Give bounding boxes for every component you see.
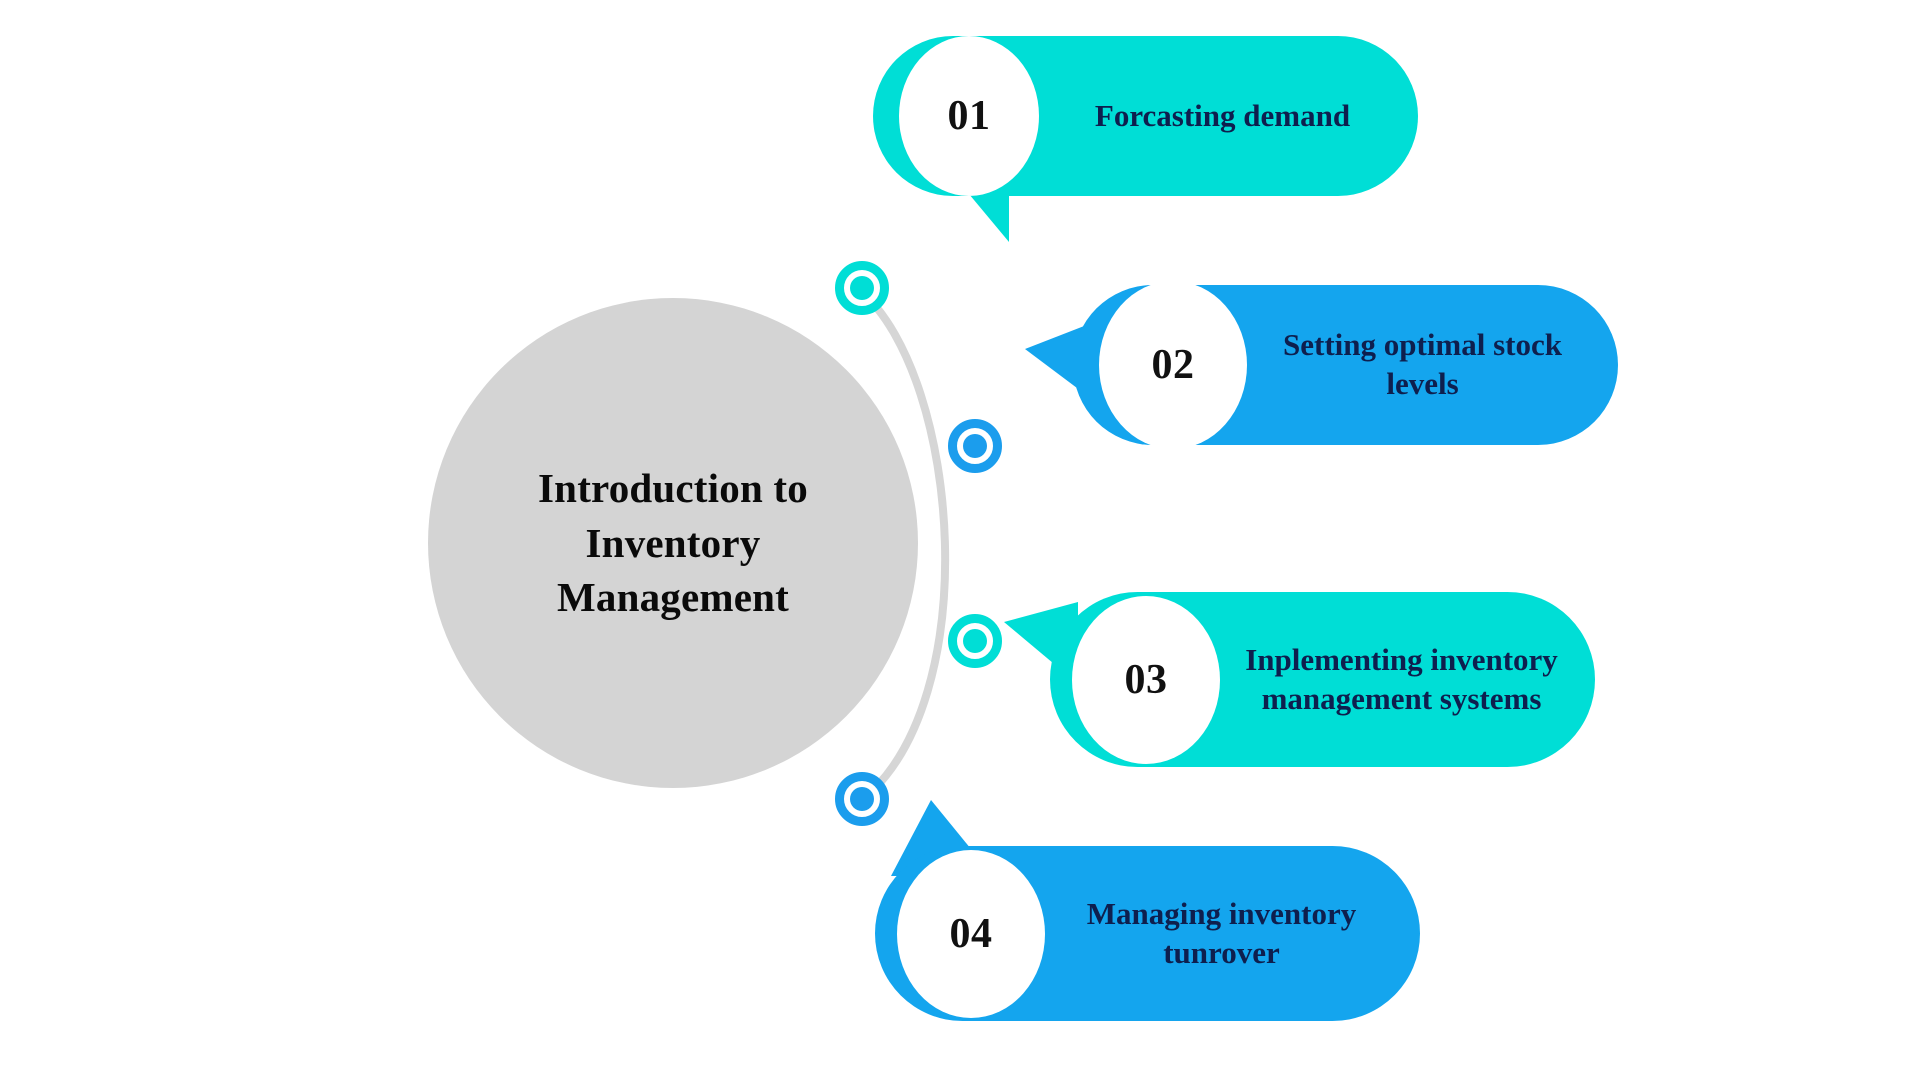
node-dot-1[interactable] bbox=[835, 261, 889, 315]
node-dot-4-core bbox=[850, 787, 874, 811]
hub-title-line-1: Introduction to bbox=[538, 465, 808, 512]
hub-title-line-2: Inventory bbox=[585, 519, 761, 566]
node-dot-2-core bbox=[963, 434, 987, 458]
hub-circle: Introduction to Inventory Management bbox=[428, 298, 918, 788]
node-dot-2[interactable] bbox=[948, 419, 1002, 473]
node-dot-1-core bbox=[850, 276, 874, 300]
node-dot-3-core bbox=[963, 629, 987, 653]
step-card-01-number-circle: 01 bbox=[899, 36, 1039, 196]
step-card-02-label: Setting optimal stock levels bbox=[1283, 327, 1562, 401]
step-card-02[interactable]: 02 Setting optimal stock levels bbox=[1025, 281, 1618, 449]
step-card-01-number: 01 bbox=[947, 93, 991, 139]
step-card-01[interactable]: 01 Forcasting demand bbox=[873, 36, 1418, 242]
step-card-02-number: 02 bbox=[1151, 342, 1195, 388]
node-dot-4[interactable] bbox=[835, 772, 889, 826]
step-card-03-label: Inplementing inventory management system… bbox=[1245, 641, 1558, 716]
step-card-03-number: 03 bbox=[1124, 656, 1168, 703]
hub-title: Introduction to Inventory Management bbox=[503, 461, 843, 625]
step-card-03-number-circle: 03 bbox=[1072, 595, 1220, 764]
hub-title-line-3: Management bbox=[556, 574, 789, 621]
step-card-04[interactable]: 04 Managing inventory tunrover bbox=[875, 800, 1420, 1021]
step-card-01-label: Forcasting demand bbox=[1094, 97, 1351, 133]
step-card-03[interactable]: 03 Inplementing inventory management sys… bbox=[1004, 592, 1595, 767]
step-card-02-number-circle: 02 bbox=[1099, 281, 1247, 449]
step-card-04-number: 04 bbox=[949, 910, 993, 957]
step-card-04-label: Managing inventory tunrover bbox=[1086, 895, 1357, 970]
node-dot-3[interactable] bbox=[948, 614, 1002, 668]
connector-arc-path bbox=[858, 288, 950, 804]
step-card-04-number-circle: 04 bbox=[897, 849, 1045, 1018]
